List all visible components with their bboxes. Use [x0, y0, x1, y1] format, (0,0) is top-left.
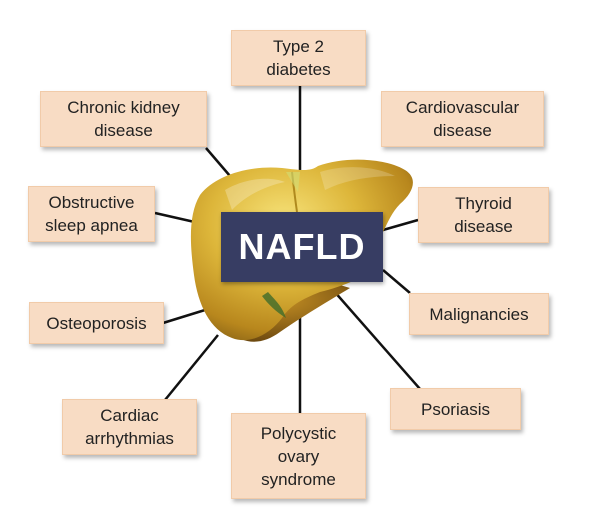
condition-box-polycystic-ovary-syndrome: Polycystic ovary syndrome	[231, 413, 366, 499]
connector-cardiac-arrhythmias	[164, 334, 219, 401]
nafld-center-label: NAFLD	[221, 212, 383, 282]
connector-malignancies	[382, 269, 411, 294]
connector-psoriasis	[325, 281, 421, 390]
condition-box-chronic-kidney-disease: Chronic kidney disease	[40, 91, 207, 147]
connector-thyroid-disease	[382, 218, 419, 232]
condition-box-osteoporosis: Osteoporosis	[29, 302, 164, 344]
condition-box-obstructive-sleep-apnea: Obstructive sleep apnea	[28, 186, 155, 242]
condition-box-cardiovascular-disease: Cardiovascular disease	[381, 91, 544, 147]
condition-box-malignancies: Malignancies	[409, 293, 549, 335]
condition-box-type-2-diabetes: Type 2 diabetes	[231, 30, 366, 86]
condition-box-thyroid-disease: Thyroid disease	[418, 187, 549, 243]
condition-box-psoriasis: Psoriasis	[390, 388, 521, 430]
condition-box-cardiac-arrhythmias: Cardiac arrhythmias	[62, 399, 197, 455]
connector-osteoporosis	[162, 308, 206, 325]
